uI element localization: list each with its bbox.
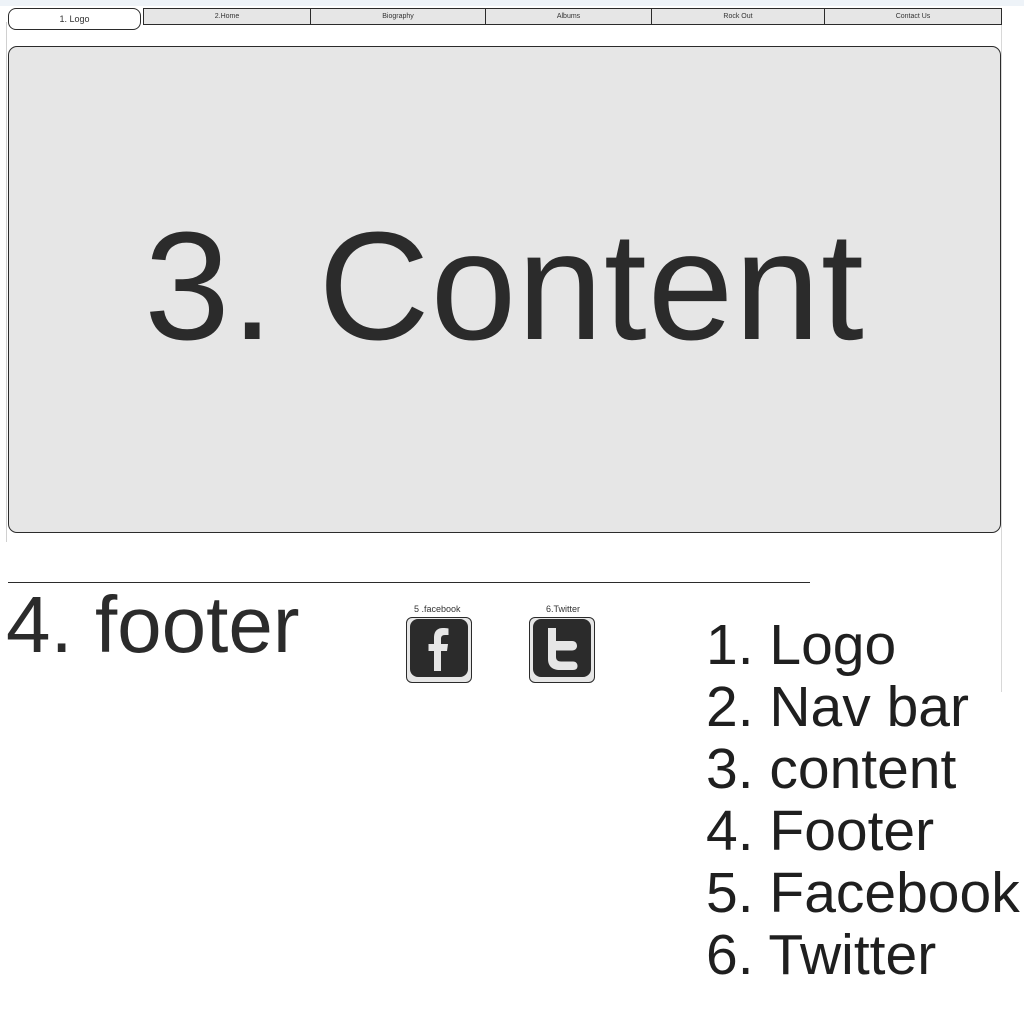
twitter-button[interactable] [529,617,595,683]
content-title: 3. Content [144,200,865,372]
legend-item-twitter: 6. Twitter [706,923,937,987]
legend-item-content: 3. content [706,737,957,801]
nav-bar: 2.Home Biography Albums Rock Out Contact… [143,8,1002,25]
legend-item-nav-bar: 2. Nav bar [706,675,969,739]
nav-item-home[interactable]: 2.Home [214,13,240,20]
twitter-caption: 6.Twitter [546,604,581,614]
legend-item-facebook: 5. Facebook [706,861,1020,925]
nav-item-biography[interactable]: Biography [310,9,485,24]
nav-item-contact-us[interactable]: Contact Us [824,9,1001,24]
legend-list: 1. Logo 2. Nav bar 3. content 4. Footer … [706,614,1020,986]
facebook-icon [410,618,468,682]
facebook-caption: 5 .facebook [414,604,461,614]
logo-label: 1. Logo [59,14,90,24]
page-edge-left [6,22,7,542]
nav-item-albums[interactable]: Albums [485,9,651,24]
content-area: 3. Content [8,46,1001,533]
footer-divider [8,582,810,583]
legend-item-footer: 4. Footer [706,799,935,863]
page-edge-right [1001,22,1002,692]
footer-title: 4. footer [6,580,300,669]
top-edge [0,0,1024,6]
legend-item-logo: 1. Logo [706,613,897,677]
nav-item-rock-out[interactable]: Rock Out [651,9,824,24]
twitter-icon [533,618,591,682]
facebook-button[interactable] [406,617,472,683]
logo-placeholder[interactable]: 1. Logo [8,8,141,30]
